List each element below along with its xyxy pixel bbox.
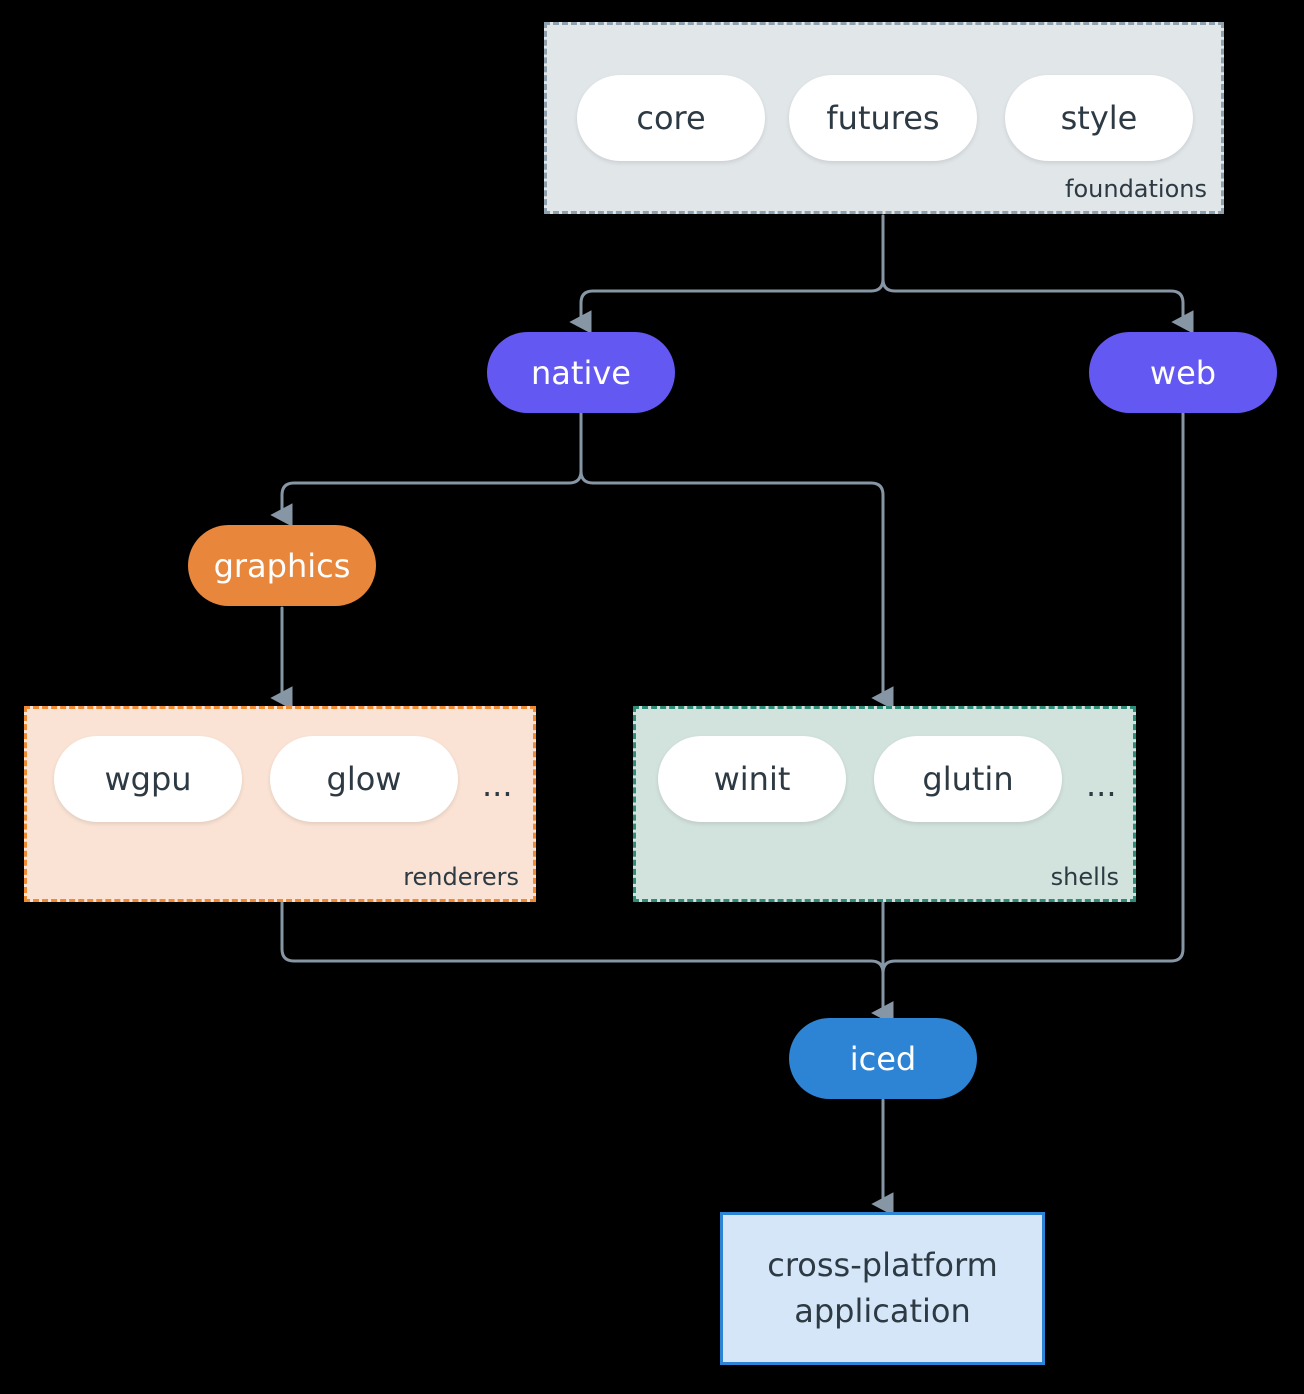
node-futures-label: futures [826,99,940,137]
node-iced[interactable]: iced [789,1018,977,1099]
node-graphics-label: graphics [213,546,351,585]
node-graphics[interactable]: graphics [188,525,376,606]
node-wgpu[interactable]: wgpu [54,736,242,822]
node-native-label: native [531,353,631,392]
cluster-shells-label: shells [1050,863,1119,891]
node-core-label: core [636,99,706,137]
node-style[interactable]: style [1005,75,1193,161]
renderers-more-indicator: ... [482,766,513,804]
cluster-renderers-label: renderers [403,863,519,891]
edge-native-shells [579,411,894,710]
edge-native-graphics [270,411,583,527]
node-web-label: web [1149,353,1217,392]
edge-renderers-iced [280,900,894,1025]
node-application[interactable]: cross-platform application [720,1212,1045,1365]
node-wgpu-label: wgpu [104,760,192,798]
cluster-foundations: core futures style foundations [544,22,1224,214]
node-futures[interactable]: futures [789,75,977,161]
node-iced-label: iced [849,1039,917,1078]
node-application-line2: application [794,1291,971,1330]
node-glow-label: glow [326,760,402,798]
cluster-foundations-label: foundations [1065,175,1207,203]
cluster-shells: winit glutin ... shells [633,706,1136,902]
node-style-label: style [1060,99,1138,137]
node-application-line1: cross-platform [767,1246,998,1285]
node-glutin[interactable]: glutin [874,736,1062,822]
node-glutin-label: glutin [922,760,1014,798]
cluster-renderers: wgpu glow ... renderers [24,706,536,902]
node-winit-label: winit [713,760,791,798]
edge-foundations-web [881,214,1194,334]
node-core[interactable]: core [577,75,765,161]
shells-more-indicator: ... [1086,766,1117,804]
node-winit[interactable]: winit [658,736,846,822]
node-web[interactable]: web [1089,332,1277,413]
node-glow[interactable]: glow [270,736,458,822]
node-native[interactable]: native [487,332,675,413]
edge-foundations-native [569,214,885,334]
